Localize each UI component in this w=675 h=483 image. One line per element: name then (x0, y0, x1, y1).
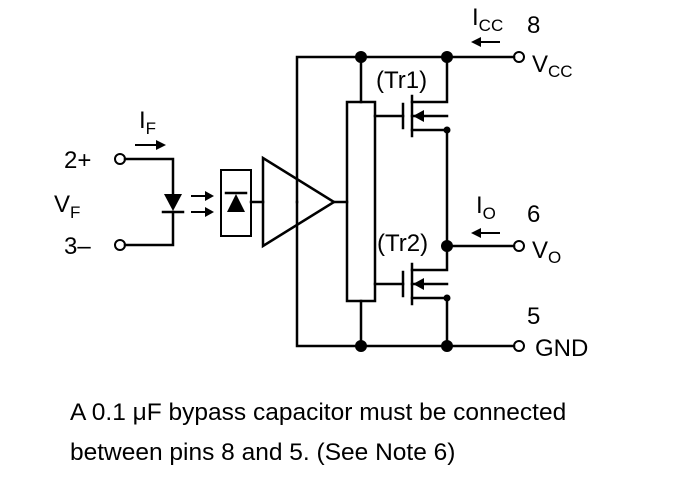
icc-label: ICC (472, 4, 503, 35)
pin-3-label: 3– (64, 233, 91, 260)
junction-dots (355, 51, 453, 352)
io-current-arrow (471, 228, 500, 238)
tr2-label: (Tr2) (377, 230, 428, 257)
pin-2-label: 2+ (64, 147, 91, 174)
amplifier-triangle (261, 155, 337, 249)
vf-label: VF (54, 191, 80, 222)
if-current-arrow (135, 140, 166, 150)
icc-current-arrow (471, 37, 500, 47)
pin-8-number: 8 (527, 12, 540, 39)
note-line-1: A 0.1 μF bypass capacitor must be connec… (70, 399, 567, 426)
pin-2-terminal (114, 153, 126, 165)
driver-block (345, 100, 377, 303)
pin-6-terminal (513, 240, 525, 252)
vcc-label: VCC (532, 51, 573, 81)
led-symbol (164, 194, 182, 211)
note-line-2: between pins 8 and 5. (See Note 6) (70, 439, 456, 466)
gnd-label: GND (535, 335, 588, 362)
tr2-transistor (373, 244, 451, 348)
pin-8-terminal (513, 51, 525, 63)
tr1-transistor (373, 55, 451, 248)
led-input-section: IF 2+ VF 3– (54, 107, 214, 260)
bypass-capacitor-note: A 0.1 μF bypass capacitor must be connec… (70, 393, 670, 473)
photodiode (220, 169, 252, 237)
anode-wire (123, 157, 175, 195)
pin-6-number: 6 (527, 201, 540, 228)
pin-5-terminal (513, 340, 525, 352)
cathode-wire (123, 210, 175, 247)
vo-label: VO (532, 237, 561, 267)
tr1-label: (Tr1) (376, 67, 427, 94)
light-emission-arrows (191, 191, 214, 217)
pin-5-number: 5 (527, 303, 540, 330)
io-label: IO (476, 192, 496, 223)
pin-3-terminal (114, 239, 126, 251)
if-label: IF (139, 107, 156, 138)
